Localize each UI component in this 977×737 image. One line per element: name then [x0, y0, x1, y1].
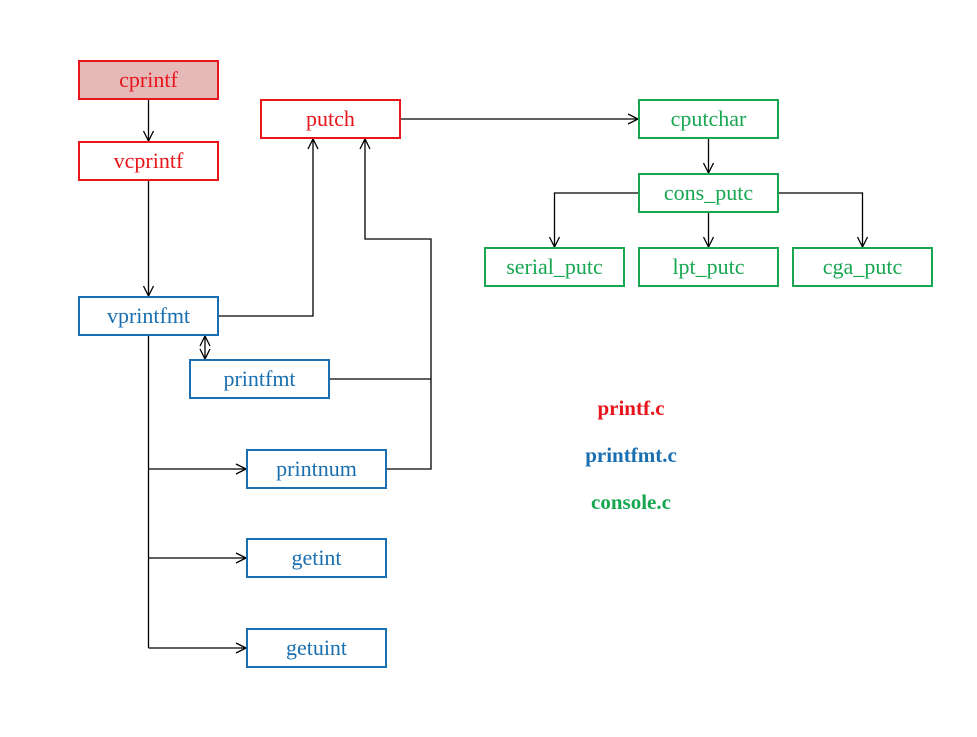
edge-vprintfmt-putch — [219, 139, 313, 317]
node-getuint: getuint — [246, 628, 387, 668]
edge-cons_putc-cga_putc — [779, 192, 863, 247]
node-vprintfmt: vprintfmt — [78, 296, 219, 336]
legend-printf-c: printf.c — [597, 396, 665, 420]
legend-console-c: console.c — [591, 490, 671, 514]
node-cons-putc: cons_putc — [638, 173, 779, 213]
node-putch: putch — [260, 99, 401, 139]
node-cprintf: cprintf — [78, 60, 219, 100]
edge-cons_putc-serial_putc — [555, 192, 638, 247]
node-cputchar: cputchar — [638, 99, 779, 139]
node-printnum: printnum — [246, 449, 387, 489]
node-printfmt: printfmt — [189, 359, 330, 399]
legend-printfmt-c: printfmt.c — [585, 443, 677, 467]
node-vcprintf: vcprintf — [78, 141, 219, 181]
node-serial-putc: serial_putc — [484, 247, 625, 287]
node-getint: getint — [246, 538, 387, 578]
node-lpt-putc: lpt_putc — [638, 247, 779, 287]
edge-printnum-putch — [365, 139, 432, 470]
node-cga-putc: cga_putc — [792, 247, 933, 287]
